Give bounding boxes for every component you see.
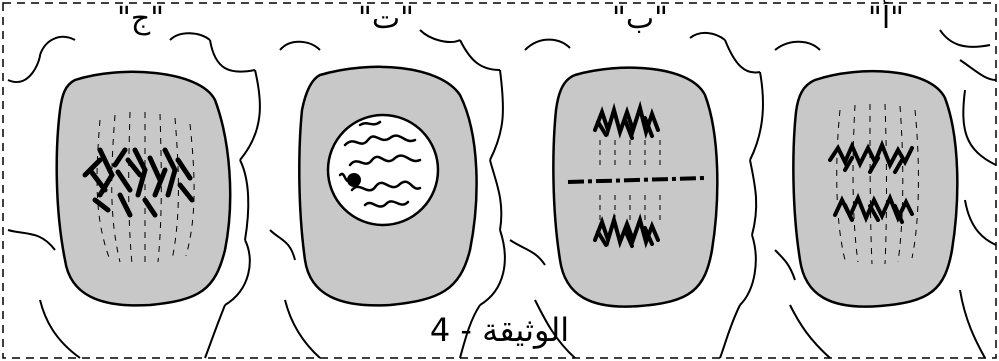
- cell-b-bottom-chromosomes: [593, 212, 660, 249]
- cell-j: [55, 70, 232, 307]
- cell-b-cell-plate: [567, 176, 706, 184]
- cell-a-chromosomes: [828, 139, 914, 224]
- cell-t-chromatin: [338, 120, 422, 208]
- cell-j-chromosomes: [82, 147, 195, 218]
- cell-a: [792, 69, 959, 308]
- cell-a-cytoplasm: [792, 69, 959, 308]
- cell-t-nucleolus: [347, 173, 361, 187]
- cell-b-spindle-bottom: [599, 195, 661, 220]
- label-cell-b: "ب": [612, 1, 668, 36]
- cell-b-spindle-top: [599, 140, 661, 165]
- cell-t-nucleus: [326, 113, 440, 227]
- cell-j-cytoplasm: [55, 70, 232, 307]
- label-cell-t: "ت": [358, 1, 414, 36]
- cell-b-cytoplasm: [552, 66, 719, 308]
- cell-b-top-chromosomes: [593, 100, 660, 140]
- cell-walls: [7, 29, 997, 359]
- cell-t: [298, 65, 478, 307]
- cell-b: [552, 66, 719, 308]
- figure-caption: الوثيقة - 4: [429, 311, 570, 349]
- label-cell-a: "أ": [868, 1, 904, 36]
- cell-j-spindle: [96, 111, 195, 265]
- cell-a-spindle: [836, 103, 919, 265]
- label-cell-j: "ج": [117, 1, 164, 36]
